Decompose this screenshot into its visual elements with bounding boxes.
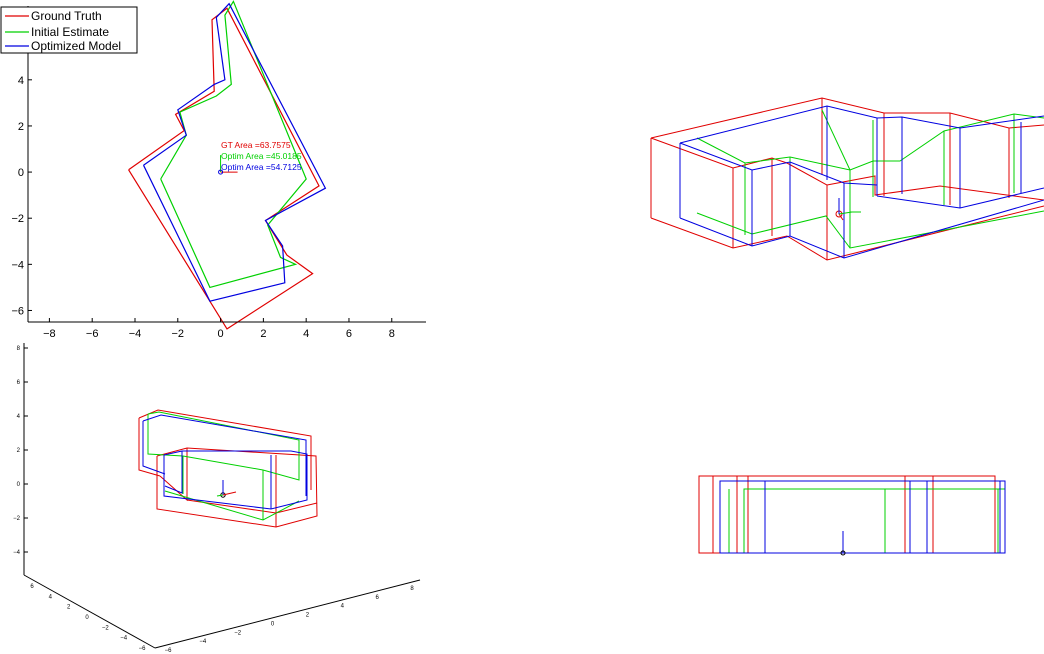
gt3-front <box>156 447 318 528</box>
y-tick-label: −4 <box>11 259 24 271</box>
ie3-top <box>147 411 300 481</box>
x3d-tick-label: 8 <box>410 586 414 592</box>
om-side-outline <box>719 480 1006 554</box>
om3-post-a <box>164 451 183 494</box>
origin-axis-red-3d <box>222 491 237 496</box>
om-back-outline <box>679 105 1044 144</box>
om3-back <box>142 414 307 496</box>
z-tick-label: 2 <box>17 448 21 454</box>
origin-marker-3d <box>216 480 237 498</box>
ground-truth-side <box>698 475 996 554</box>
origin-axis-red <box>838 213 844 221</box>
oblique-3d-panel <box>650 97 1044 261</box>
legend-box <box>0 6 138 54</box>
optimized-model-3d <box>142 414 308 510</box>
ie-side-outline <box>743 488 1006 554</box>
y3d-tick-label: 6 <box>30 584 34 590</box>
y3d-tick-label: −6 <box>139 646 147 652</box>
origin-marker <box>218 169 224 175</box>
y-tick-label: 4 <box>18 75 24 87</box>
x-ticks-3d: −6 −4 −2 0 2 4 6 8 <box>165 586 415 654</box>
ground-truth-wireframe <box>650 97 1044 261</box>
3d-wireframe <box>138 409 318 528</box>
y-tick-label: 0 <box>18 167 24 179</box>
optim-area-annotation: Optim Area =54.7125 <box>221 162 302 172</box>
initial-estimate-3d <box>147 411 300 521</box>
y-tick-label: −6 <box>11 305 24 317</box>
y3d-tick-label: −2 <box>102 625 110 631</box>
x-axis-3d-line <box>154 579 421 649</box>
x3d-tick-label: 0 <box>271 621 275 627</box>
gt-mid-top <box>826 175 1044 201</box>
z-tick-label: −2 <box>13 516 21 522</box>
origin-axis-green <box>838 211 853 215</box>
gt-side-outline <box>698 475 996 554</box>
ie-front-outline <box>696 210 1044 249</box>
y3d-tick-label: −4 <box>120 636 128 642</box>
x3d-tick-label: −2 <box>234 630 242 636</box>
x3d-tick-label: 4 <box>341 604 345 610</box>
om3-front <box>163 450 308 510</box>
gt-inner-front <box>650 137 828 260</box>
x-tick-label: −4 <box>129 328 142 340</box>
y3d-tick-label: 0 <box>85 615 89 621</box>
om-front-outline <box>679 199 1044 259</box>
x3d-tick-label: 6 <box>375 595 379 601</box>
x-tick-label: −6 <box>86 328 99 340</box>
legend-label-ground-truth: Ground Truth <box>31 9 102 23</box>
initial-area-annotation: Optim Area =45.0185 <box>221 151 302 161</box>
plot-area <box>28 6 426 322</box>
x-tick-label: 6 <box>346 328 352 340</box>
x-tick-label: −8 <box>43 328 56 340</box>
z-ticks: 8 6 4 2 0 −2 −4 <box>13 346 28 556</box>
x-tick-label: 4 <box>303 328 309 340</box>
x-tick-label: 2 <box>260 328 266 340</box>
x3d-tick-label: −6 <box>165 648 173 654</box>
gt-back-outline <box>650 97 1044 139</box>
z-tick-label: 4 <box>17 414 21 420</box>
y-axis-3d-line <box>23 574 156 649</box>
floor-plan-panel: −8 −6 −4 −2 0 2 4 6 8 −6 −4 −2 0 2 4 6 GT Area =63.757… <box>0 0 426 340</box>
ie-back-link <box>821 109 851 171</box>
legend-label-initial-estimate: Initial Estimate <box>31 25 109 39</box>
x-tick-label: −2 <box>172 328 185 340</box>
initial-estimate-wireframe <box>696 109 1044 249</box>
series-line-optimized-model <box>142 2 327 302</box>
x-tick-label: 0 <box>218 328 224 340</box>
legend: Ground Truth Initial Estimate Optimized … <box>0 6 138 54</box>
origin-marker <box>835 198 853 221</box>
y-tick-label: −2 <box>11 213 24 225</box>
optimized-model-wireframe <box>679 105 1044 259</box>
y3d-tick-label: 2 <box>67 605 71 611</box>
axes-3d-panel: 8 6 4 2 0 −2 −4 6 4 2 0 −2 −4 −6 −6 −4 −2 0 2 4 6 8 <box>13 343 421 654</box>
ie3-bottom <box>164 490 300 521</box>
gt3-left <box>138 418 161 477</box>
gt-front-outline <box>650 205 1044 261</box>
x3d-tick-label: 2 <box>306 613 310 619</box>
x-tick-label: 8 <box>389 328 395 340</box>
z-tick-label: −4 <box>13 550 21 556</box>
om3-left <box>142 421 166 475</box>
x-ticks: −8 −6 −4 −2 0 2 4 6 8 <box>43 318 395 340</box>
om-right-base <box>876 187 1044 209</box>
y-tick-label: 2 <box>18 121 24 133</box>
z-tick-label: 0 <box>17 482 21 488</box>
series-line-initial-estimate <box>160 0 307 289</box>
gt-area-annotation: GT Area =63.7575 <box>221 140 291 150</box>
origin-point-side <box>840 550 846 556</box>
initial-estimate-side <box>728 488 1006 554</box>
z-tick-label: 6 <box>17 380 21 386</box>
y3d-tick-label: 4 <box>49 594 53 600</box>
origin-marker-side <box>840 531 846 556</box>
legend-label-optimized-model: Optimized Model <box>31 39 121 53</box>
side-view-panel <box>698 475 1006 556</box>
x3d-tick-label: −4 <box>199 639 207 645</box>
ie-top-outline <box>696 113 1044 171</box>
optimized-model-side <box>719 480 1006 554</box>
floor-plan-plot <box>128 0 327 330</box>
y-ticks-3d: 6 4 2 0 −2 −4 −6 <box>30 584 146 652</box>
origin-axis-green-3d <box>216 494 224 497</box>
z-tick-label: 8 <box>17 346 21 352</box>
